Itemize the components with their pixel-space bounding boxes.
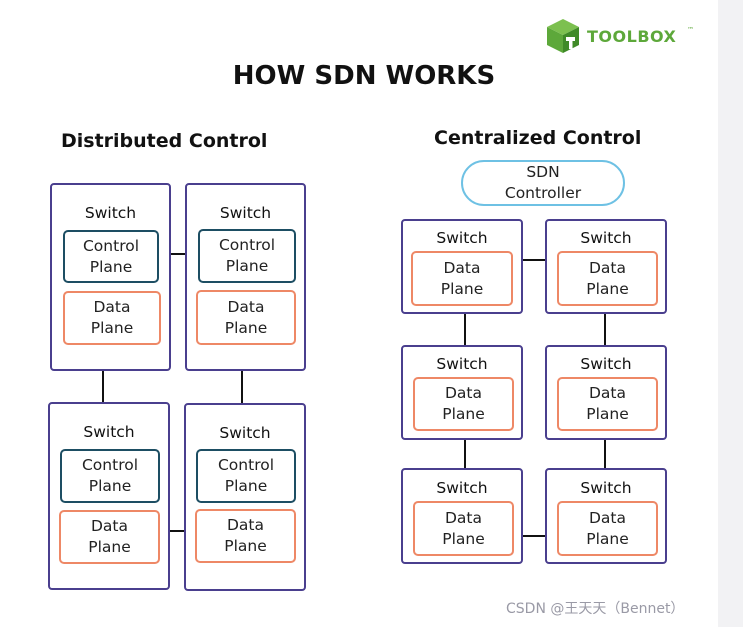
data-plane-box: Data Plane bbox=[59, 510, 160, 564]
data-plane-line-2: Plane bbox=[224, 537, 267, 555]
control-plane-line-2: Plane bbox=[88, 477, 132, 495]
switch-label: Switch bbox=[219, 204, 272, 222]
data-plane-line-2: Plane bbox=[586, 279, 629, 298]
distributed-switch: Switch Control Plane Data Plane bbox=[184, 403, 306, 591]
switch-label: Switch bbox=[580, 479, 632, 497]
connector-line bbox=[604, 313, 606, 346]
distributed-control-title: Distributed Control bbox=[61, 130, 268, 152]
page-title: HOW SDN WORKS bbox=[232, 61, 496, 91]
controller-line-1: SDN bbox=[526, 163, 560, 181]
data-plane-line-2: Plane bbox=[224, 318, 268, 337]
control-plane-line-1: Control bbox=[217, 456, 275, 474]
side-gutter bbox=[718, 0, 743, 627]
data-plane-box: Data Plane bbox=[413, 501, 514, 556]
connector-line bbox=[464, 313, 466, 346]
connector-line bbox=[170, 253, 186, 255]
connector-line bbox=[522, 259, 546, 261]
controller-line-2: Controller bbox=[504, 184, 582, 202]
distributed-switch: Switch Control Plane Data Plane bbox=[185, 183, 306, 371]
data-plane-line-1: Data bbox=[444, 384, 482, 402]
data-plane-line-1: Data bbox=[588, 508, 626, 527]
switch-label: Switch bbox=[436, 479, 488, 497]
centralized-switch: Switch Data Plane bbox=[401, 345, 523, 440]
watermark: CSDN @王天天（Bennet） bbox=[506, 601, 685, 617]
connector-line bbox=[102, 370, 104, 403]
control-plane-box: Control Plane bbox=[60, 449, 160, 503]
centralized-switch: Switch Data Plane bbox=[545, 219, 667, 314]
switch-label: Switch bbox=[436, 229, 488, 247]
data-plane-line-1: Data bbox=[588, 258, 626, 277]
logo-text: TOOLBOX bbox=[587, 27, 677, 46]
data-plane-box: Data Plane bbox=[557, 377, 658, 431]
data-plane-line-2: Plane bbox=[440, 279, 484, 298]
data-plane-line-1: Data bbox=[227, 297, 265, 316]
control-plane-line-2: Plane bbox=[224, 477, 268, 495]
centralized-control-title: Centralized Control bbox=[434, 127, 642, 149]
switch-label: Switch bbox=[580, 229, 632, 247]
control-plane-box: Control Plane bbox=[63, 230, 159, 283]
data-plane-line-2: Plane bbox=[442, 405, 485, 423]
connector-line bbox=[241, 371, 243, 404]
data-plane-box: Data Plane bbox=[411, 251, 513, 306]
connector-line bbox=[522, 535, 546, 537]
data-plane-line-1: Data bbox=[444, 508, 482, 527]
data-plane-line-1: Data bbox=[93, 298, 131, 316]
centralized-switch: Switch Data Plane bbox=[545, 345, 667, 440]
connector-line bbox=[169, 530, 185, 532]
control-plane-box: Control Plane bbox=[196, 449, 296, 503]
centralized-switch: Switch Data Plane bbox=[401, 468, 523, 564]
data-plane-box: Data Plane bbox=[557, 251, 658, 306]
switch-label: Switch bbox=[84, 204, 137, 222]
data-plane-line-2: Plane bbox=[586, 405, 629, 423]
data-plane-line-2: Plane bbox=[88, 538, 131, 556]
control-plane-line-1: Control bbox=[81, 456, 139, 474]
centralized-switch: Switch Data Plane bbox=[545, 468, 667, 564]
data-plane-line-2: Plane bbox=[586, 529, 629, 548]
data-plane-line-1: Data bbox=[588, 384, 626, 402]
centralized-switch: Switch Data Plane bbox=[401, 219, 523, 314]
switch-label: Switch bbox=[219, 424, 271, 442]
switch-label: Switch bbox=[436, 355, 488, 373]
control-plane-line-2: Plane bbox=[225, 257, 269, 275]
control-plane-line-2: Plane bbox=[89, 257, 133, 276]
data-plane-line-1: Data bbox=[90, 517, 128, 535]
data-plane-line-1: Data bbox=[226, 516, 264, 534]
switch-label: Switch bbox=[83, 423, 135, 441]
data-plane-line-1: Data bbox=[443, 258, 481, 277]
sdn-controller: SDN Controller bbox=[461, 160, 625, 206]
switch-label: Switch bbox=[580, 355, 632, 373]
trademark-symbol: ™ bbox=[687, 26, 694, 34]
distributed-switch: Switch Control Plane Data Plane bbox=[48, 402, 170, 590]
data-plane-box: Data Plane bbox=[63, 291, 161, 345]
control-plane-line-1: Control bbox=[82, 236, 140, 255]
distributed-switch: Switch Control Plane Data Plane bbox=[50, 183, 171, 371]
control-plane-line-1: Control bbox=[218, 236, 276, 254]
diagram-canvas: TOOLBOX ™ HOW SDN WORKS Distributed Cont… bbox=[0, 0, 718, 627]
data-plane-box: Data Plane bbox=[557, 501, 658, 556]
data-plane-box: Data Plane bbox=[195, 509, 296, 563]
connector-line bbox=[464, 439, 466, 469]
data-plane-box: Data Plane bbox=[196, 290, 296, 345]
control-plane-box: Control Plane bbox=[198, 229, 296, 283]
toolbox-logo: TOOLBOX ™ bbox=[545, 18, 725, 54]
data-plane-line-2: Plane bbox=[442, 529, 485, 548]
data-plane-line-2: Plane bbox=[90, 319, 134, 337]
cube-icon bbox=[547, 19, 579, 53]
connector-line bbox=[604, 439, 606, 469]
data-plane-box: Data Plane bbox=[413, 377, 514, 431]
